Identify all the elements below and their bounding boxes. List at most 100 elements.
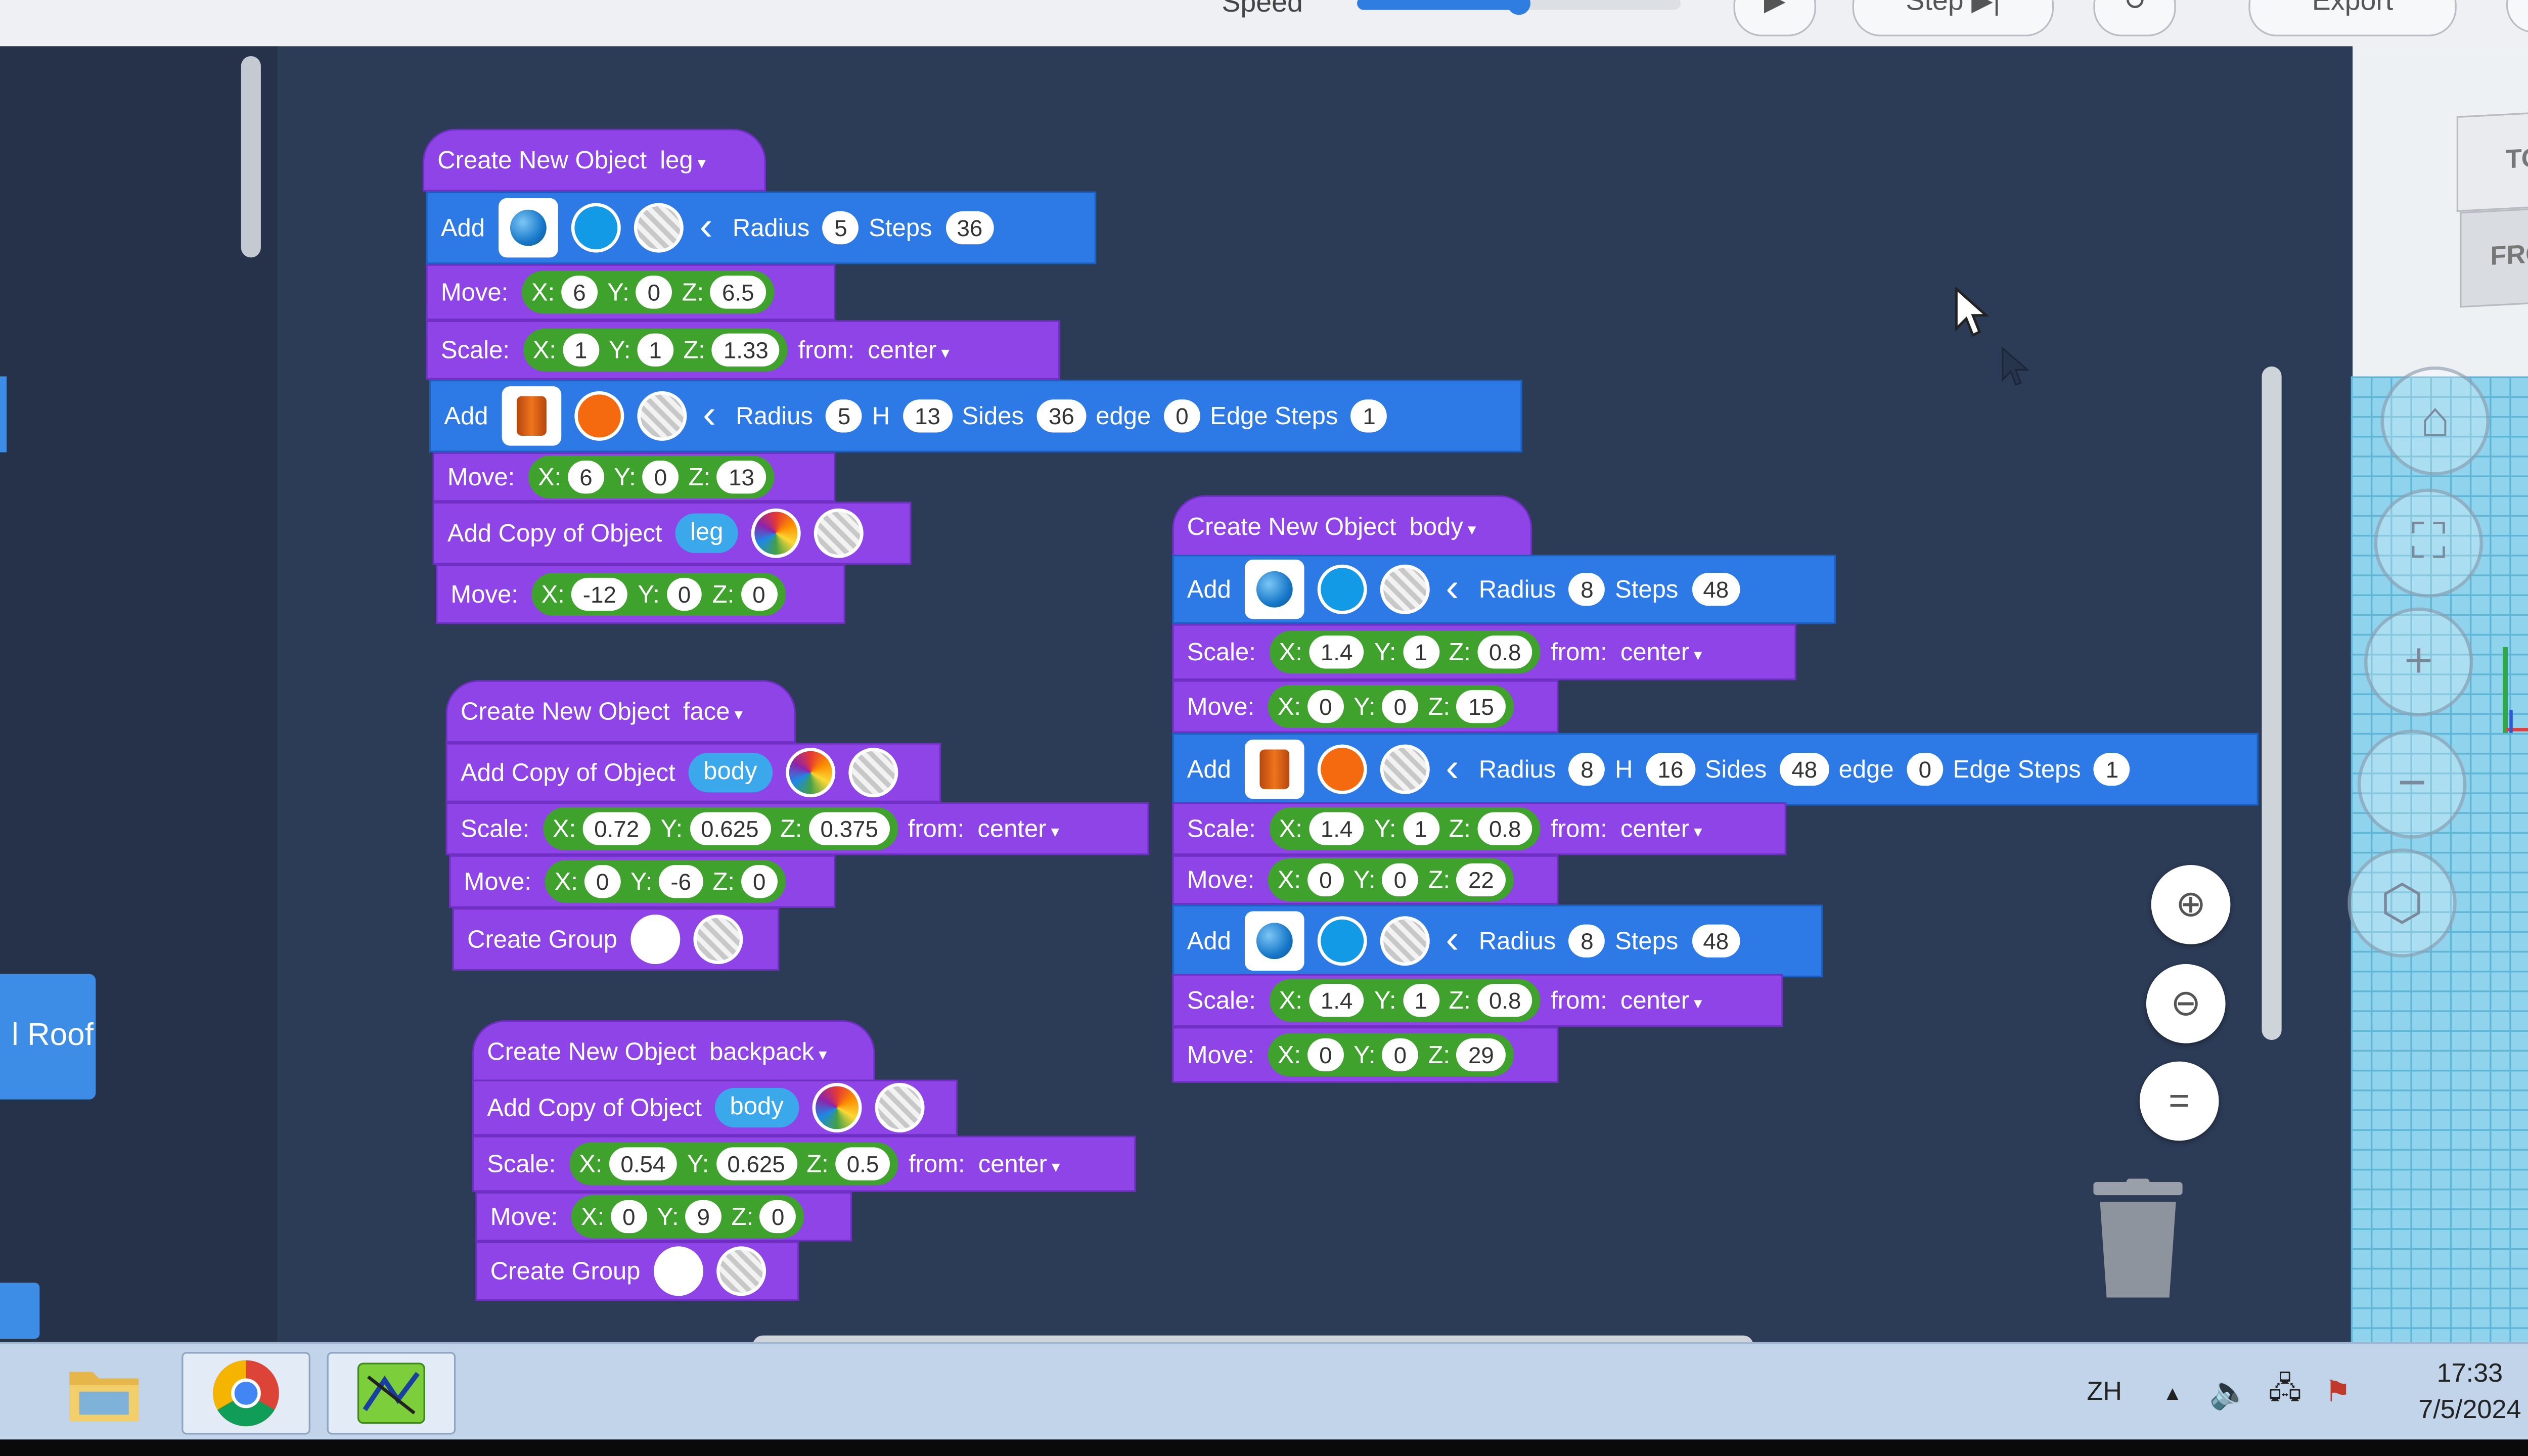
volume-button[interactable]: 🔈 <box>2209 1344 2250 1441</box>
x-input[interactable]: 6 <box>561 276 598 309</box>
z-input[interactable]: 0 <box>741 577 777 611</box>
home-view-button[interactable]: ⌂ <box>2380 366 2490 476</box>
app-taskbar-button[interactable] <box>327 1352 456 1435</box>
from-dropdown[interactable]: center <box>978 1150 1060 1178</box>
sphere-shape-icon[interactable] <box>498 198 558 258</box>
chevron-left-icon[interactable]: ‹ <box>1446 566 1459 611</box>
hole-toggle-icon[interactable] <box>814 508 864 558</box>
scale-block[interactable]: Scale: X:1.4 Y:1 Z:0.8 from: center <box>1172 974 1783 1027</box>
y-input[interactable]: 0 <box>1382 863 1418 897</box>
add-cylinder-block[interactable]: Add ‹ Radius 5 H 13 Sides 36 edge 0 Edge… <box>429 380 1522 452</box>
y-input[interactable]: 0.625 <box>715 1147 797 1180</box>
create-group-block[interactable]: Create Group <box>475 1241 799 1301</box>
view-cube-front[interactable]: FRONT <box>2460 204 2528 308</box>
chevron-left-icon[interactable]: ‹ <box>1446 746 1459 791</box>
color-swatch-white[interactable] <box>630 914 680 964</box>
from-dropdown[interactable]: center <box>977 814 1059 843</box>
hole-toggle-icon[interactable] <box>874 1083 924 1132</box>
x-input[interactable]: 0 <box>1307 1038 1344 1072</box>
hole-toggle-icon[interactable] <box>637 391 687 441</box>
preview-zoom-out-button[interactable]: − <box>2357 730 2467 839</box>
y-input[interactable]: 1 <box>1403 984 1439 1017</box>
color-swatch-blue[interactable] <box>1317 564 1367 614</box>
input-language-indicator[interactable]: ZH <box>2087 1344 2122 1441</box>
object-ref-pill[interactable]: body <box>715 1087 799 1128</box>
z-input[interactable]: 0.8 <box>1477 984 1533 1017</box>
object-ref-pill[interactable]: leg <box>675 513 738 553</box>
flyout-block-edge[interactable] <box>0 376 7 452</box>
zoom-out-button[interactable]: ⊖ <box>2146 964 2226 1043</box>
steps-input[interactable]: 48 <box>1691 924 1741 958</box>
hole-toggle-icon[interactable] <box>693 914 743 964</box>
radius-input[interactable]: 5 <box>826 399 863 433</box>
scale-block[interactable]: Scale: X:0.54 Y:0.625 Z:0.5 from: center <box>472 1135 1136 1192</box>
y-input[interactable]: 0 <box>1382 1038 1418 1072</box>
zoom-in-button[interactable]: ⊕ <box>2151 865 2231 944</box>
view-cube-top[interactable]: TOP <box>2456 108 2528 212</box>
add-cylinder-block[interactable]: Add ‹ Radius 8 H 16 Sides 48 edge 0 Edge… <box>1172 733 2259 806</box>
move-block[interactable]: Move: X:-12 Y:0 Z:0 <box>436 564 845 624</box>
speed-slider[interactable] <box>1357 0 1681 15</box>
color-swatch-rainbow[interactable] <box>751 508 801 558</box>
scale-block[interactable]: Scale: X:1.4 Y:1 Z:0.8 from: center <box>1172 624 1796 680</box>
taskbar-clock[interactable]: 17:33 7/5/2024 <box>2404 1357 2528 1430</box>
height-input[interactable]: 16 <box>1646 752 1695 786</box>
scale-block[interactable]: Scale: X:1 Y:1 Z:1.33 from: center <box>426 320 1060 380</box>
move-block[interactable]: Move: X:6 Y:0 Z:6.5 <box>426 264 836 321</box>
trash-icon[interactable] <box>2093 1178 2183 1298</box>
fit-view-button[interactable]: ⛶ <box>2374 488 2484 598</box>
hole-toggle-icon[interactable] <box>1379 744 1429 794</box>
scale-block[interactable]: Scale: X:0.72 Y:0.625 Z:0.375 from: cent… <box>445 802 1149 855</box>
create-object-face[interactable]: Create New Object face <box>445 680 796 743</box>
z-input[interactable]: 29 <box>1457 1038 1506 1072</box>
workspace-vertical-scrollbar[interactable] <box>2262 366 2282 1040</box>
move-block[interactable]: Move: X:0 Y:-6 Z:0 <box>449 855 836 908</box>
color-swatch-blue[interactable] <box>1317 916 1367 966</box>
y-input[interactable]: 1 <box>1403 812 1439 845</box>
run-button[interactable]: ▶ <box>1733 0 1816 36</box>
y-input[interactable]: 0.625 <box>689 812 771 845</box>
network-button[interactable]: 🖧 <box>2269 1344 2302 1441</box>
from-dropdown[interactable]: center <box>1620 986 1702 1015</box>
z-input[interactable]: 0 <box>760 1200 796 1234</box>
steps-input[interactable]: 48 <box>1691 573 1741 606</box>
z-input[interactable]: 13 <box>717 461 766 494</box>
z-input[interactable]: 0.375 <box>808 812 890 845</box>
x-input[interactable]: 0 <box>1307 863 1344 897</box>
object-ref-pill[interactable]: body <box>688 752 772 793</box>
sphere-shape-icon[interactable] <box>1244 911 1304 971</box>
radius-input[interactable]: 5 <box>823 211 859 245</box>
z-input[interactable]: 6.5 <box>710 276 766 309</box>
y-input[interactable]: 0 <box>1382 690 1418 723</box>
x-input[interactable]: 6 <box>568 461 604 494</box>
color-swatch-orange[interactable] <box>574 391 624 441</box>
y-input[interactable]: 0 <box>642 461 679 494</box>
object-name-dropdown[interactable]: face <box>683 698 743 726</box>
radius-input[interactable]: 8 <box>1569 573 1605 606</box>
color-swatch-rainbow[interactable] <box>785 748 835 798</box>
z-input[interactable]: 22 <box>1457 863 1506 897</box>
edge-steps-input[interactable]: 1 <box>2094 752 2131 786</box>
color-swatch-blue[interactable] <box>570 203 620 253</box>
hole-toggle-icon[interactable] <box>633 203 683 253</box>
add-sphere-block[interactable]: Add ‹ Radius 8 Steps 48 <box>1172 555 1836 624</box>
z-input[interactable]: 0.5 <box>835 1147 891 1180</box>
move-block[interactable]: Move: X:0 Y:9 Z:0 <box>475 1192 852 1242</box>
hole-toggle-icon[interactable] <box>716 1246 766 1296</box>
chevron-left-icon[interactable]: ‹ <box>703 393 716 438</box>
action-center-button[interactable]: ⚑ <box>2325 1344 2352 1441</box>
object-name-dropdown[interactable]: leg <box>660 146 706 174</box>
hole-toggle-icon[interactable] <box>1379 916 1429 966</box>
x-input[interactable]: 0 <box>611 1200 647 1234</box>
add-sphere-block[interactable]: Add ‹ Radius 5 Steps 36 <box>426 191 1097 264</box>
x-input[interactable]: 0.72 <box>582 812 651 845</box>
move-block[interactable]: Move: X:6 Y:0 Z:13 <box>432 452 836 502</box>
from-dropdown[interactable]: center <box>1620 638 1702 666</box>
z-input[interactable]: 1.33 <box>711 333 780 367</box>
hole-toggle-icon[interactable] <box>848 748 898 798</box>
flyout-roof-block[interactable]: l Roof <box>0 974 96 1100</box>
edge-input[interactable]: 0 <box>1907 752 1943 786</box>
reset-button[interactable]: ↻ <box>2093 0 2176 36</box>
sphere-shape-icon[interactable] <box>1244 559 1304 619</box>
move-block[interactable]: Move: X:0 Y:0 Z:22 <box>1172 855 1559 905</box>
